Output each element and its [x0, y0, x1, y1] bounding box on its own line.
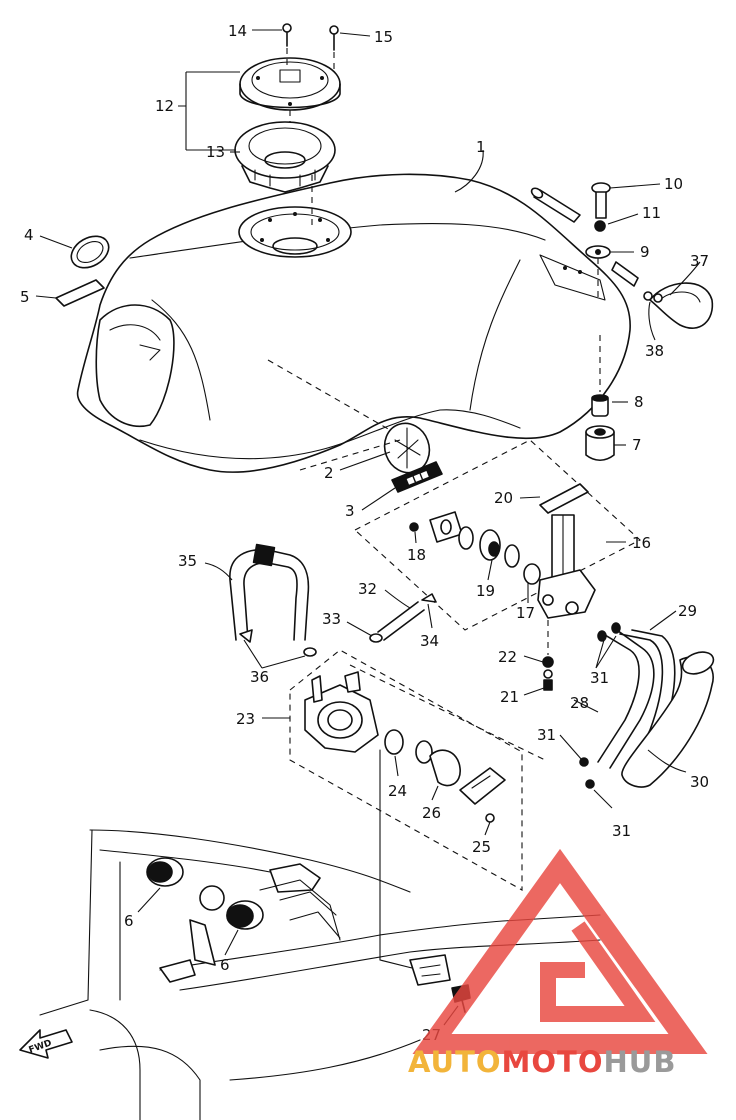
callout-9: 9: [640, 243, 650, 261]
callout-13: 13: [206, 143, 225, 161]
watermark-wordmark: AUTOMOTOHUB: [408, 1045, 676, 1079]
rear-mount-hardware: [530, 182, 714, 329]
callout-18: 18: [407, 546, 426, 564]
tank-emblem: ■■■: [383, 422, 443, 493]
svg-text:AUTOMOTOHUB: AUTOMOTOHUB: [408, 1045, 676, 1079]
callout-labels: 1 2 3 4 5 6 6 7 8 9 10 11 12 13 14 15 16…: [20, 22, 709, 1056]
callout-14: 14: [228, 22, 247, 40]
callout-3: 3: [345, 502, 355, 520]
callout-31a: 31: [590, 669, 609, 687]
o-ring-and-damper: [55, 235, 110, 307]
fuel-cock-screws: [542, 656, 554, 691]
callout-25: 25: [472, 838, 491, 856]
callout-22: 22: [498, 648, 517, 666]
callout-4: 4: [24, 226, 34, 244]
callout-15: 15: [374, 28, 393, 46]
callout-2: 2: [324, 464, 334, 482]
cap-ring: [234, 121, 336, 193]
cap-bolts: [282, 23, 339, 230]
callout-37: 37: [690, 252, 709, 270]
callout-20: 20: [494, 489, 513, 507]
fuel-hoses: [579, 622, 715, 789]
callout-34: 34: [420, 632, 439, 650]
watermark-hub: HUB: [604, 1045, 677, 1079]
callout-6a: 6: [124, 912, 134, 930]
callout-16: 16: [632, 534, 651, 552]
front-damper: [585, 335, 615, 462]
callout-6b: 6: [220, 956, 230, 974]
callout-36: 36: [250, 668, 269, 686]
callout-23: 23: [236, 710, 255, 728]
pump-group-guide: [349, 664, 546, 761]
watermark-auto: AUTO: [408, 1045, 502, 1079]
callout-17: 17: [516, 604, 535, 622]
vacuum-hose: [229, 543, 317, 657]
callout-24: 24: [388, 782, 407, 800]
callout-32: 32: [358, 580, 377, 598]
fuel-pump-assembly: [289, 649, 523, 891]
callout-30: 30: [690, 773, 709, 791]
callout-35: 35: [178, 552, 197, 570]
watermark-logo: [412, 848, 708, 1054]
callout-29: 29: [678, 602, 697, 620]
fuel-cap-assembly: [239, 57, 341, 111]
callout-19: 19: [476, 582, 495, 600]
motorcycle-frame: [19, 749, 601, 1120]
fuel-tank: [76, 173, 631, 473]
callout-leaders: [35, 29, 701, 1026]
callout-33: 33: [322, 610, 341, 628]
callout-12: 12: [155, 97, 174, 115]
callout-26: 26: [422, 804, 441, 822]
callout-10: 10: [664, 175, 683, 193]
callout-31b: 31: [537, 726, 556, 744]
emblem-guide-2: [267, 359, 391, 431]
callout-7: 7: [632, 436, 642, 454]
callout-21: 21: [500, 688, 519, 706]
callout-31c: 31: [612, 822, 631, 840]
watermark-moto: MOTO: [502, 1045, 604, 1079]
fuel-hose-32: [369, 593, 437, 643]
callout-38: 38: [645, 342, 664, 360]
callout-8: 8: [634, 393, 644, 411]
callout-11: 11: [642, 204, 661, 222]
callout-28: 28: [570, 694, 589, 712]
callout-5: 5: [20, 288, 30, 306]
fuel-cock-assembly: [354, 439, 641, 655]
callout-1: 1: [476, 138, 486, 156]
